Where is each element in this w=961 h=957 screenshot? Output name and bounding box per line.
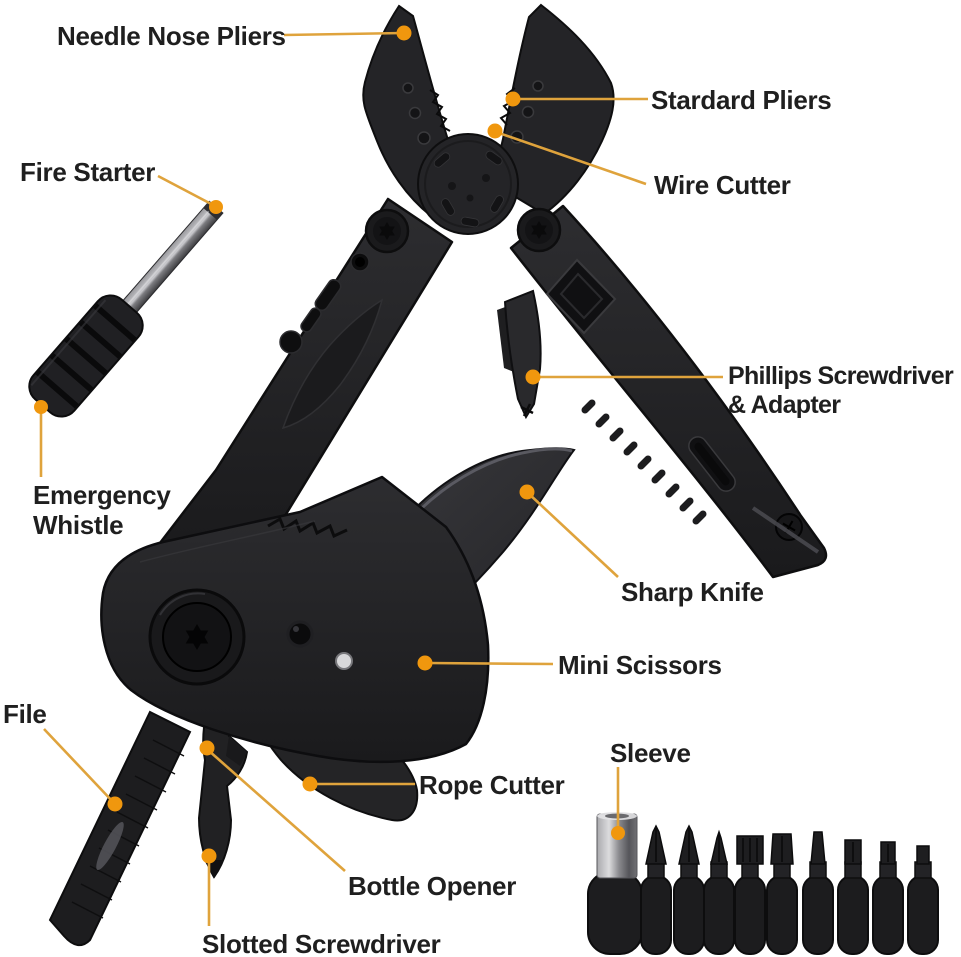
emergency-whistle-handle xyxy=(28,294,144,418)
annotation-layer xyxy=(34,25,723,926)
dot-mini-scissors xyxy=(417,655,433,671)
fire-starter-tool xyxy=(28,200,224,418)
tool-body xyxy=(100,475,490,764)
label-slotted-screwdriver: Slotted Screwdriver xyxy=(202,929,441,957)
multitool xyxy=(48,3,828,947)
label-file: File xyxy=(3,699,47,729)
label-stardard-pliers: Stardard Pliers xyxy=(651,85,832,115)
hex-bit-tip xyxy=(916,845,930,865)
bit-base xyxy=(673,875,705,955)
dot-needle-nose-pliers xyxy=(396,25,412,41)
bit-set xyxy=(587,812,939,955)
grip-ribs xyxy=(581,399,707,525)
sleeve-bit xyxy=(587,812,643,955)
leader-file xyxy=(43,728,115,804)
bit-base xyxy=(640,875,672,955)
bit-base xyxy=(802,875,834,955)
dot-phillips xyxy=(525,369,541,385)
leader-wire-cutter xyxy=(495,130,647,186)
label-sleeve: Sleeve xyxy=(610,738,691,768)
bit-base xyxy=(907,875,939,955)
bit-base xyxy=(703,875,735,955)
lock-button xyxy=(286,620,314,648)
label-mini-scissors: Mini Scissors xyxy=(558,650,722,680)
label-bottle-opener: Bottle Opener xyxy=(348,871,517,901)
bit-base xyxy=(734,875,766,955)
pliers-pivot-disc xyxy=(417,133,519,235)
leader-mini-scissors xyxy=(426,661,554,666)
dot-sharp-knife xyxy=(519,484,535,500)
wire-stripper-teeth xyxy=(267,516,348,539)
hinge-pin xyxy=(335,652,353,670)
file-tool xyxy=(48,710,192,947)
dot-rope-cutter xyxy=(302,776,318,792)
dot-wire-cutter xyxy=(487,123,503,139)
phillips-screwdriver-tool xyxy=(497,289,542,420)
dot-slotted-screwdriver xyxy=(201,848,217,864)
dot-bottle-opener xyxy=(199,740,215,756)
dot-sleeve xyxy=(611,826,625,840)
label-needle-nose-pliers: Needle Nose Pliers xyxy=(57,21,286,51)
leader-fire-starter xyxy=(157,174,216,208)
grip-texture xyxy=(281,298,384,430)
fire-starter-rod xyxy=(116,200,224,320)
dot-stardard-pliers xyxy=(505,91,521,107)
dot-fire-starter xyxy=(209,200,223,214)
leader-needle-nose-pliers xyxy=(283,31,405,37)
label-sharp-knife: Sharp Knife xyxy=(621,577,764,607)
leader-sharp-knife xyxy=(527,492,619,578)
dot-file xyxy=(107,796,123,812)
bit-base xyxy=(872,875,904,955)
bottle-opener-hook xyxy=(226,736,247,766)
label-rope-cutter: Rope Cutter xyxy=(419,770,565,800)
label-phillips-screwdriver-adapter: Phillips Screwdriver & Adapter xyxy=(728,362,954,419)
bit-base xyxy=(837,875,869,955)
slotted-bit-narrow-tip xyxy=(810,831,826,865)
leader-bottle-opener xyxy=(207,749,346,872)
dot-emergency-whistle xyxy=(34,400,48,414)
right-handle xyxy=(509,204,828,579)
bit-base xyxy=(766,875,798,955)
label-wire-cutter: Wire Cutter xyxy=(654,170,791,200)
label-fire-starter: Fire Starter xyxy=(20,157,156,187)
label-emergency-whistle: Emergency Whistle xyxy=(33,480,171,541)
